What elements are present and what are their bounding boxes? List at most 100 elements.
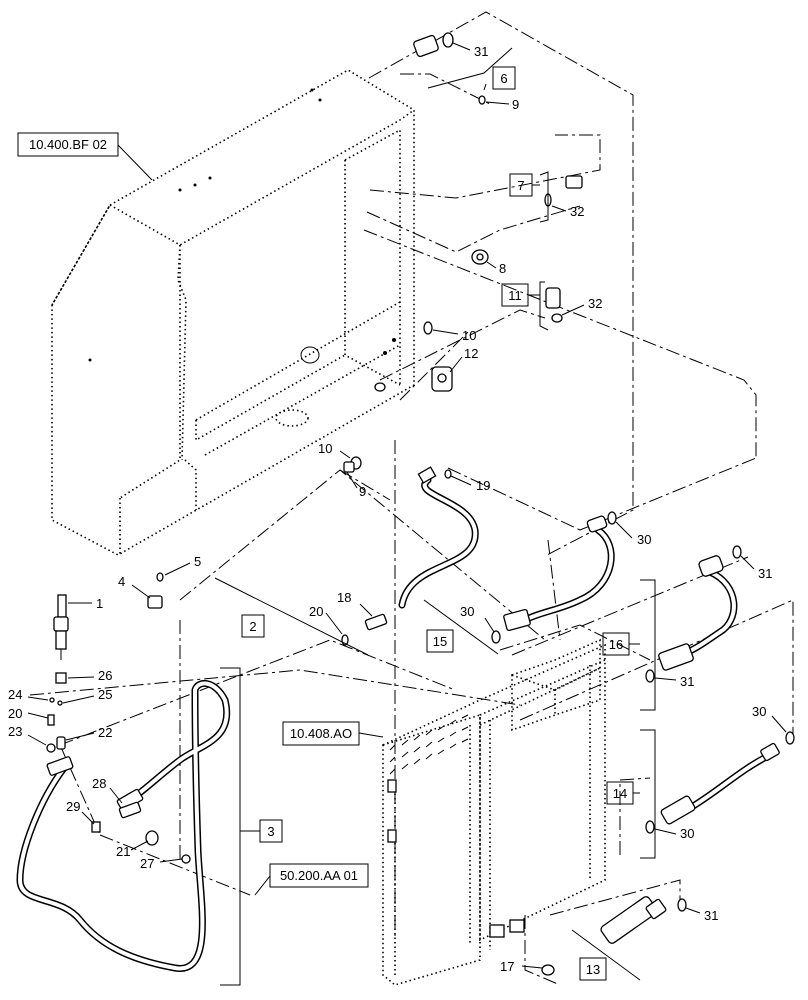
svg-text:8: 8 — [499, 261, 506, 276]
callout-30-b[interactable]: 30 — [460, 604, 495, 633]
svg-text:28: 28 — [92, 776, 106, 791]
callout-29[interactable]: 29 — [66, 799, 95, 825]
svg-text:5: 5 — [194, 554, 201, 569]
svg-text:32: 32 — [570, 204, 584, 219]
callout-20-right[interactable]: 20 — [309, 604, 343, 635]
ref-box-middle[interactable]: 10.408.AO — [282, 721, 384, 746]
svg-text:16: 16 — [609, 637, 623, 652]
svg-text:31: 31 — [704, 908, 718, 923]
svg-text:20: 20 — [8, 706, 22, 721]
callout-23[interactable]: 23 — [8, 724, 47, 746]
callout-12[interactable]: 12 — [449, 346, 478, 373]
phantom-lines — [29, 11, 794, 986]
callouts: 1 4 5 8 9 9 10 10 12 17 18 19 20 20 21 2… — [8, 42, 787, 974]
hose-16 — [658, 555, 738, 671]
ref-text-bottom: 50.200.AA 01 — [280, 868, 358, 883]
boxed-label-3[interactable]: 3 — [240, 819, 283, 843]
callout-4[interactable]: 4 — [118, 574, 151, 599]
callout-26[interactable]: 26 — [67, 668, 112, 683]
svg-text:30: 30 — [752, 704, 766, 719]
fitting-top — [413, 32, 454, 58]
svg-text:30: 30 — [460, 604, 474, 619]
svg-text:29: 29 — [66, 799, 80, 814]
svg-text:20: 20 — [309, 604, 323, 619]
group-brackets — [214, 47, 656, 986]
callout-31-d[interactable]: 31 — [685, 907, 718, 923]
svg-text:11: 11 — [508, 288, 522, 303]
callout-20-left[interactable]: 20 — [8, 706, 49, 721]
callout-8[interactable]: 8 — [486, 261, 506, 276]
svg-text:10: 10 — [462, 328, 476, 343]
svg-text:14: 14 — [613, 786, 627, 801]
ref-box-bottom[interactable]: 50.200.AA 01 — [254, 863, 369, 896]
svg-text:30: 30 — [680, 826, 694, 841]
callout-31-top[interactable]: 31 — [452, 42, 488, 59]
callout-31-c[interactable]: 31 — [654, 674, 694, 689]
svg-text:9: 9 — [359, 484, 366, 499]
svg-text:2: 2 — [249, 619, 256, 634]
ref-text-top-left: 10.400.BF 02 — [29, 137, 107, 152]
hose-13 — [600, 896, 667, 944]
callout-10-upper[interactable]: 10 — [432, 328, 476, 343]
ref-text-middle: 10.408.AO — [290, 726, 352, 741]
boxed-label-11[interactable]: 11 — [501, 283, 540, 307]
boxed-label-14[interactable]: 14 — [606, 781, 640, 805]
hose-19 — [398, 466, 479, 609]
callout-32-bottom[interactable]: 32 — [561, 296, 602, 316]
cab-housing — [51, 69, 415, 556]
callout-18[interactable]: 18 — [337, 590, 373, 617]
callout-27[interactable]: 27 — [140, 856, 183, 871]
cooler-assembly — [382, 638, 606, 986]
boxed-label-6[interactable]: 6 — [492, 66, 516, 90]
callout-28[interactable]: 28 — [92, 776, 123, 804]
svg-text:12: 12 — [464, 346, 478, 361]
sensor-1 — [53, 594, 69, 660]
callout-30-c[interactable]: 30 — [752, 704, 787, 733]
callout-1[interactable]: 1 — [68, 596, 103, 611]
callout-9-top[interactable]: 9 — [485, 97, 519, 112]
svg-text:30: 30 — [637, 532, 651, 547]
svg-text:26: 26 — [98, 668, 112, 683]
callout-25[interactable]: 25 — [62, 687, 112, 704]
hose-15 — [503, 515, 615, 632]
boxed-label-2[interactable]: 2 — [241, 614, 265, 638]
callout-21[interactable]: 21 — [116, 840, 149, 859]
svg-text:24: 24 — [8, 687, 22, 702]
ref-box-top-left[interactable]: 10.400.BF 02 — [17, 132, 153, 181]
callout-30-a[interactable]: 30 — [615, 521, 651, 547]
callout-9-bottom[interactable]: 9 — [346, 471, 366, 499]
callout-24[interactable]: 24 — [8, 687, 49, 702]
callout-32-top[interactable]: 32 — [551, 204, 584, 219]
svg-text:17: 17 — [500, 959, 514, 974]
svg-text:3: 3 — [267, 824, 274, 839]
svg-text:7: 7 — [517, 178, 524, 193]
grommet — [374, 382, 386, 392]
svg-text:23: 23 — [8, 724, 22, 739]
hose-3 — [16, 680, 231, 972]
callout-22[interactable]: 22 — [65, 725, 112, 741]
svg-text:13: 13 — [586, 962, 600, 977]
callout-30-d[interactable]: 30 — [654, 826, 694, 841]
svg-text:18: 18 — [337, 590, 351, 605]
svg-text:9: 9 — [512, 97, 519, 112]
boxed-label-15[interactable]: 15 — [426, 629, 454, 653]
boxed-label-16[interactable]: 16 — [602, 632, 640, 656]
callout-17[interactable]: 17 — [500, 959, 543, 974]
svg-text:25: 25 — [98, 687, 112, 702]
boxed-label-13[interactable]: 13 — [579, 957, 607, 981]
hose-14 — [660, 742, 780, 825]
callout-5[interactable]: 5 — [164, 554, 201, 576]
svg-text:4: 4 — [118, 574, 125, 589]
svg-text:21: 21 — [116, 844, 130, 859]
callout-31-b[interactable]: 31 — [740, 555, 772, 581]
svg-text:31: 31 — [474, 44, 488, 59]
svg-text:31: 31 — [680, 674, 694, 689]
callout-10-lower[interactable]: 10 — [318, 441, 351, 459]
boxed-label-7[interactable]: 7 — [509, 173, 540, 197]
svg-text:15: 15 — [433, 634, 447, 649]
svg-text:10: 10 — [318, 441, 332, 456]
svg-text:19: 19 — [476, 478, 490, 493]
callout-19[interactable]: 19 — [450, 475, 490, 493]
svg-text:22: 22 — [98, 725, 112, 740]
svg-text:6: 6 — [500, 71, 507, 86]
